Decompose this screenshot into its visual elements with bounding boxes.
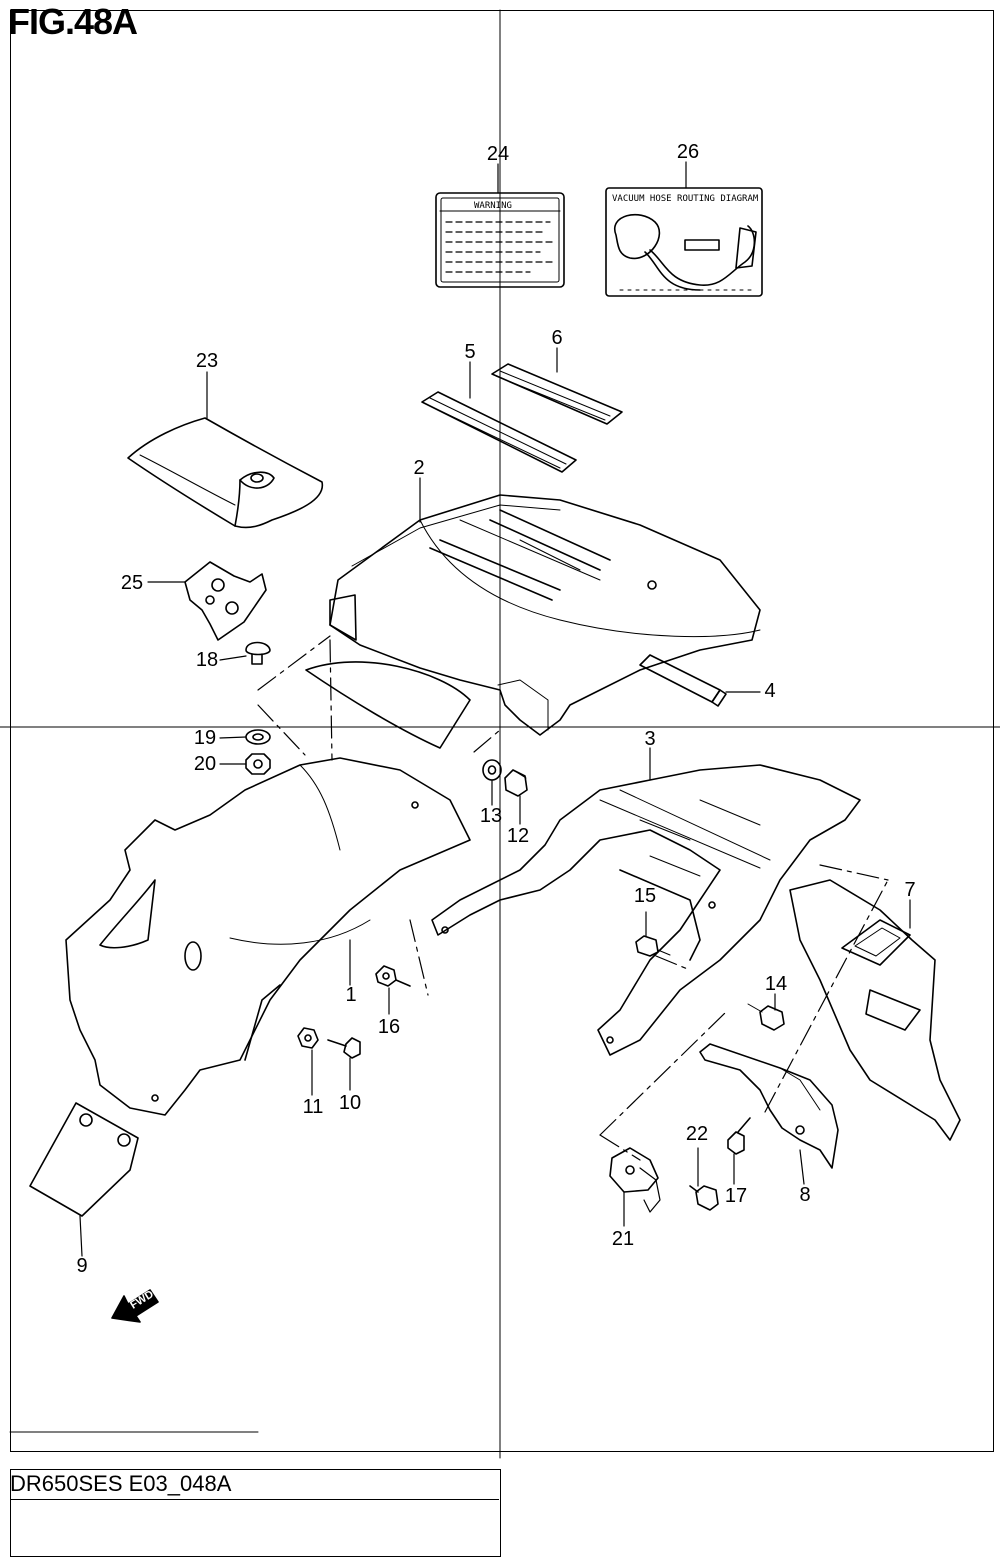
bolt-15 <box>635 935 671 957</box>
callout-18: 18 <box>195 649 219 671</box>
callout-10: 10 <box>338 1092 362 1114</box>
callout-15: 15 <box>633 885 657 907</box>
license-bracket-part <box>789 879 961 1141</box>
bracket-part <box>184 561 267 641</box>
callout-1: 1 <box>345 984 357 1006</box>
center-lines <box>0 9 1000 1459</box>
callout-8: 8 <box>799 1184 811 1206</box>
screw-18 <box>245 641 271 665</box>
hose-diagram-label-text: VACUUM HOSE ROUTING DIAGRAM <box>612 194 759 204</box>
callout-13: 13 <box>479 805 503 827</box>
rear-carrier-part <box>431 764 861 1056</box>
callout-6: 6 <box>551 327 563 349</box>
figure-title: FIG.48A <box>8 1 138 42</box>
callout-22: 22 <box>685 1123 709 1145</box>
helmet-lock-part <box>609 1147 661 1213</box>
callout-7: 7 <box>904 879 916 901</box>
drawing-frame <box>10 10 994 1452</box>
bar-4 <box>639 654 727 707</box>
callout-2: 2 <box>413 457 425 479</box>
drawing-code: DR650SES E03_048A <box>10 1469 499 1500</box>
callout-17: 17 <box>724 1185 748 1207</box>
callout-21: 21 <box>611 1228 635 1250</box>
bolt-14 <box>747 1003 785 1031</box>
callout-9: 9 <box>76 1255 88 1277</box>
warning-label-text: WARNING <box>474 201 512 211</box>
assembly-lines <box>257 635 889 1161</box>
washer-13 <box>482 759 502 781</box>
rear-fender-part <box>65 757 471 1116</box>
callout-25: 25 <box>120 572 144 594</box>
title-block <box>10 1469 501 1557</box>
callout-14: 14 <box>764 973 788 995</box>
bolt-16 <box>375 965 411 987</box>
callout-11: 11 <box>302 1096 324 1118</box>
callout-20: 20 <box>193 753 217 775</box>
screw-17 <box>727 1117 751 1155</box>
leader-lines <box>79 161 911 1257</box>
warning-label-part <box>435 192 565 288</box>
callout-26: 26 <box>676 141 700 163</box>
callout-3: 3 <box>644 728 656 750</box>
tool-bag-part <box>127 417 323 529</box>
nut-11 <box>297 1027 319 1049</box>
callout-16: 16 <box>377 1016 401 1038</box>
lock-bracket-part <box>699 1043 839 1169</box>
rear-cover-part <box>305 494 761 749</box>
callout-5: 5 <box>464 341 476 363</box>
callout-19: 19 <box>193 727 217 749</box>
screw-10 <box>327 1037 361 1059</box>
hose-diagram-label-part <box>605 187 763 297</box>
screw-22 <box>689 1185 719 1211</box>
mud-flap-part <box>29 1102 139 1217</box>
nut-20 <box>245 753 271 775</box>
callout-23: 23 <box>195 350 219 372</box>
cushion-strip-5 <box>421 391 577 473</box>
washer-19 <box>245 729 271 745</box>
callout-4: 4 <box>764 680 776 702</box>
cushion-strip-6 <box>491 363 623 425</box>
callout-12: 12 <box>506 825 530 847</box>
fwd-arrow-icon <box>111 1289 159 1323</box>
callout-24: 24 <box>486 143 510 165</box>
bolt-12 <box>504 769 528 797</box>
